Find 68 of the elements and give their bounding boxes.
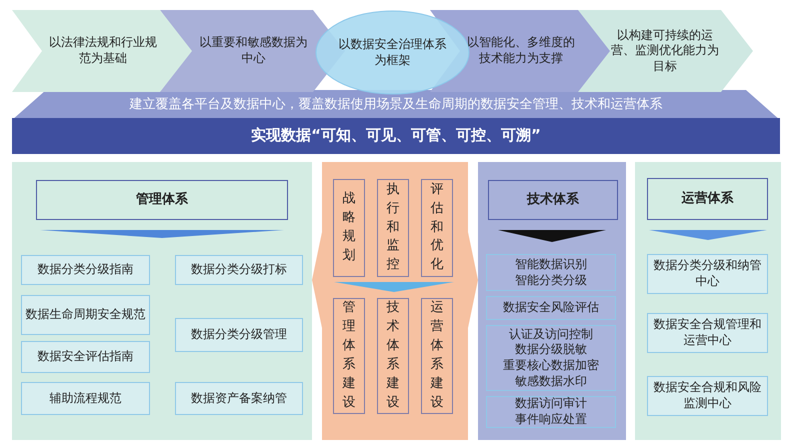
wedge-triangle [498,230,606,242]
banner-band [12,118,780,154]
item-text: 数据安全合规和风险监测中心 [652,380,762,412]
chevron-text: 以法律法规和行业规范为基础 [48,35,158,67]
item-box [486,396,616,428]
banner-text: 建立覆盖各平台及数据中心，覆盖数据使用场景及生命周期的数据安全管理、技术和运营体系 [130,96,662,114]
item-text: 事件响应处置 [515,412,587,428]
heading-text: 运营体系 [682,190,734,208]
banner-text: 实现数据“可知、可见、可管、可控、可溯” [251,126,541,146]
item-box [647,254,768,294]
vertical-text: 技术体系建设 [386,299,400,412]
chevron-text: 以重要和敏感数据为中心 [198,35,308,67]
vertical-box [333,179,365,277]
item-text: 数据分类分级指南 [38,262,134,278]
panel-background [478,162,626,440]
item-text: 智能数据识别 [515,256,587,272]
heading-box [647,178,768,220]
chevron-text: 以构建可持续的运营、监测优化能力为目标 [611,28,719,74]
item-text: 数据安全风险评估 [503,300,599,316]
item-text: 数据访问审计 [515,396,587,412]
item-text: 数据安全合规管理和运营中心 [652,317,762,349]
hexagon-panel [312,162,478,440]
item-text: 数据分类分级打标 [191,262,287,278]
vertical-text: 评估和优化 [430,180,444,274]
item-text: 数据分级脱敏 [515,342,587,358]
item-box [21,255,150,285]
vertical-text: 战略规划 [342,190,356,265]
heading-text: 技术体系 [527,192,579,208]
chevron-panel [575,10,753,92]
item-box [486,254,616,291]
wedge-triangle [334,282,454,292]
item-text: 数据分类分级和纳管中心 [652,258,762,290]
item-text: 数据生命周期安全规范 [26,307,146,323]
item-box [21,382,150,415]
vertical-box [377,179,409,277]
item-text: 数据资产备案纳管 [191,390,287,406]
ellipse-text: 以数据安全治理体系为框架 [338,36,448,68]
item-box [21,295,150,335]
item-box [647,313,768,353]
item-text: 数据分类分级管理 [191,327,287,343]
wedge-triangle [649,230,767,240]
heading-box [36,180,288,220]
item-text: 辅助流程规范 [50,390,122,406]
vertical-box [421,298,453,414]
vertical-text: 执行和监控 [386,180,400,274]
vertical-box [421,179,453,277]
chevron-panel [12,10,192,92]
vertical-box [333,298,365,414]
item-box [175,255,303,285]
vertical-box [377,298,409,414]
item-box [486,296,616,320]
item-text: 敏感数据水印 [515,374,587,390]
item-text: 重要核心数据加密 [503,358,599,374]
chevron-text: 以智能化、多维度的技术能力为支撑 [466,35,576,67]
vertical-text: 运营体系建设 [430,299,444,412]
heading-box [488,180,618,220]
item-text: 智能分类分级 [515,272,587,288]
item-box [175,382,303,415]
item-box [486,325,616,391]
item-text: 认证及访问控制 [509,326,593,342]
item-box [21,341,150,373]
vertical-text: 管理体系建设 [342,299,356,412]
heading-text: 管理体系 [136,192,188,208]
item-text: 数据安全评估指南 [38,349,134,365]
ellipse-shape [315,10,470,95]
item-box [647,376,768,416]
panel-background [635,162,781,440]
item-box [175,318,303,352]
